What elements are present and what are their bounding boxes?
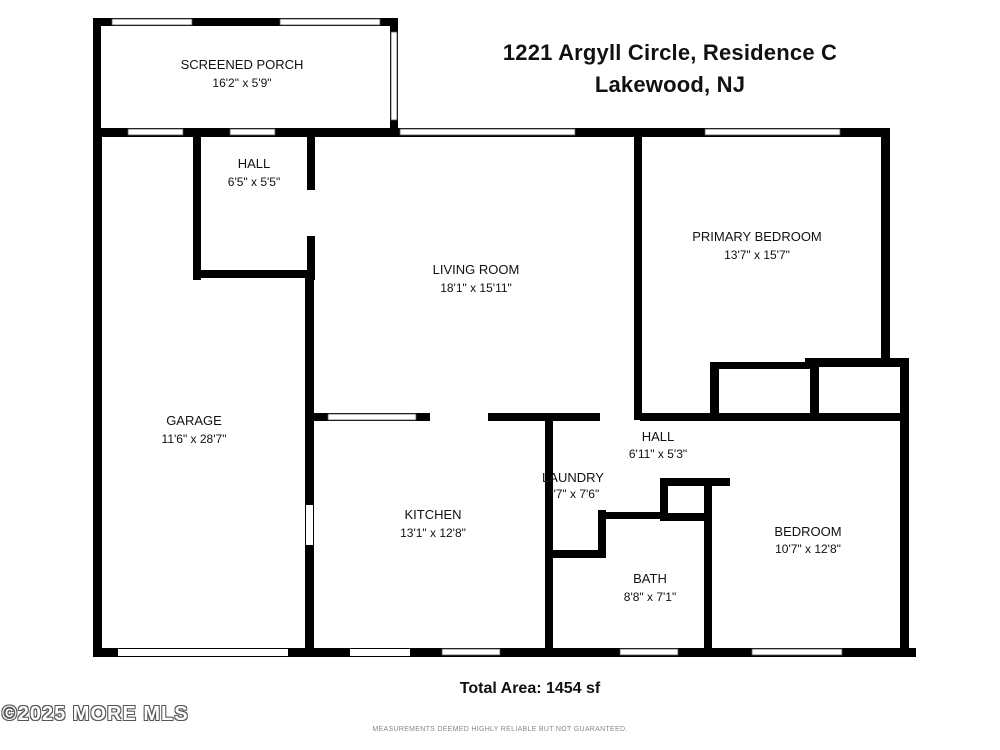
address-line-1: 1221 Argyll Circle, Residence C	[502, 40, 838, 65]
window	[327, 413, 417, 421]
room-name: BATH	[633, 571, 667, 586]
room-dims: 6'11" x 5'3"	[629, 447, 687, 461]
room-dims: 8'8" x 7'1"	[624, 590, 676, 604]
wall	[93, 18, 101, 134]
wall	[598, 510, 606, 558]
wall	[93, 18, 398, 26]
window	[111, 18, 193, 26]
garage-door-opening	[118, 649, 288, 656]
window	[441, 648, 501, 656]
wall	[634, 135, 642, 420]
window	[279, 18, 381, 26]
room-name: HALL	[642, 429, 675, 444]
door-opening	[306, 505, 313, 545]
room-name: PRIMARY BEDROOM	[692, 229, 822, 244]
room-name: GARAGE	[166, 413, 222, 428]
wall	[900, 358, 909, 656]
room-dims: 7'7" x 7'6"	[547, 487, 599, 501]
room-name: SCREENED PORCH	[181, 57, 304, 72]
window	[751, 648, 843, 656]
room-dims: 6'5" x 5'5"	[228, 175, 280, 189]
wall	[704, 480, 712, 656]
wall	[193, 130, 201, 280]
room-name: KITCHEN	[404, 507, 461, 522]
wall	[307, 236, 315, 280]
total-area: Total Area: 1454 sf	[459, 680, 601, 697]
wall	[710, 362, 719, 420]
wall	[710, 362, 810, 369]
windows	[111, 18, 843, 656]
wall	[810, 362, 819, 420]
room-name: LAUNDRY	[542, 470, 604, 485]
room-name: LIVING ROOM	[433, 262, 520, 277]
room-dims: 10'7" x 12'8"	[775, 542, 841, 556]
wall	[660, 513, 710, 521]
room-dims: 13'7" x 15'7"	[724, 248, 790, 262]
window	[229, 128, 276, 136]
wall	[640, 413, 907, 421]
wall	[881, 130, 890, 366]
window	[704, 128, 841, 136]
window	[399, 128, 576, 136]
wall	[488, 413, 600, 421]
wall	[660, 478, 730, 486]
wall	[598, 512, 664, 519]
wall	[545, 413, 553, 655]
address-line-2: Lakewood, NJ	[594, 72, 746, 97]
room-dims: 18'1" x 15'11"	[440, 281, 512, 295]
room-dims: 16'2" x 5'9"	[212, 76, 271, 90]
door-opening	[350, 649, 410, 656]
window	[390, 31, 398, 121]
room-labels: SCREENED PORCH 16'2" x 5'9" HALL 6'5" x …	[162, 57, 842, 604]
window	[619, 648, 679, 656]
window	[127, 128, 184, 136]
wall	[307, 130, 315, 190]
wall	[93, 648, 916, 657]
wall	[93, 128, 102, 657]
room-dims: 13'1" x 12'8"	[400, 526, 466, 540]
wall	[545, 550, 600, 558]
wall	[660, 478, 668, 520]
wall	[805, 358, 908, 367]
wall	[193, 270, 315, 278]
room-name: BEDROOM	[774, 524, 841, 539]
room-name: HALL	[238, 156, 271, 171]
walls	[93, 18, 916, 657]
disclaimer: MEASUREMENTS DEEMED HIGHLY RELIABLE BUT …	[372, 726, 628, 733]
room-dims: 11'6" x 28'7"	[162, 432, 227, 446]
wall	[305, 276, 314, 656]
watermark: ©2025 MORE MLS	[2, 703, 189, 725]
